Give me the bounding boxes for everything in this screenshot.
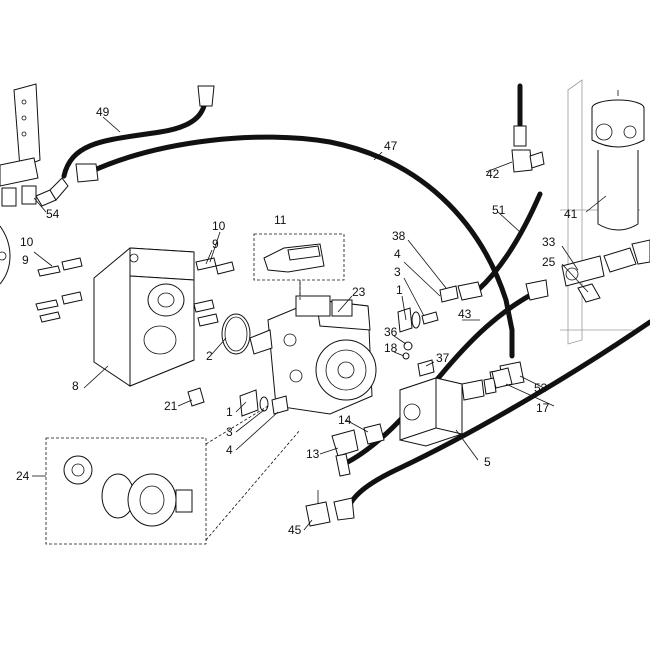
callout-49: 49 [96,105,110,119]
solenoid-detail-11 [253,233,345,300]
callout-41: 41 [564,207,578,221]
gear-detail-24 [45,437,207,545]
hose-49 [61,85,215,179]
callout-18: 18 [384,341,398,355]
callout-17: 17 [536,401,550,415]
callout-1-bottom: 1 [226,405,233,419]
callout-3-bottom: 3 [226,425,233,439]
callout-23: 23 [352,285,366,299]
fittings-33-25 [561,239,650,303]
fitting-21 [187,387,205,407]
filter-41 [560,79,645,345]
leader-lines [32,116,607,541]
fittings-36-18-37 [402,341,435,377]
elbow-13 [331,429,359,477]
callout-2: 2 [206,349,213,363]
callout-45: 45 [288,523,302,537]
gear-pump-5 [399,377,497,447]
callout-4-bottom: 4 [226,443,233,457]
callout-47: 47 [384,139,398,153]
callout-9-left: 9 [22,253,29,267]
callout-13: 13 [306,447,320,461]
bolts-right [193,257,235,327]
fitting-42 [511,149,545,173]
callout-4-top: 4 [394,247,401,261]
bolts-left [35,257,83,323]
washers-right [397,285,459,333]
hose-43 [341,279,549,467]
fitting-14 [363,423,385,445]
elbow-45 [305,490,331,527]
callout-10-right: 10 [212,219,226,233]
callout-42: 42 [486,167,500,181]
flange-partial [0,225,11,285]
callout-21: 21 [164,399,178,413]
main-pump-23 [249,295,377,415]
callout-53: 53 [534,381,548,395]
callout-36: 36 [384,325,398,339]
callout-25: 25 [542,255,556,269]
callout-54: 54 [46,207,60,221]
callout-8: 8 [72,379,79,393]
callout-11: 11 [274,213,287,227]
callout-37: 37 [436,351,450,365]
fittings-54 [1,177,69,207]
callout-labels: 49 47 42 54 51 41 10 9 10 9 11 38 4 3 33… [16,105,578,537]
callout-43: 43 [458,307,472,321]
callout-1-top: 1 [396,283,403,297]
callout-51: 51 [492,203,506,217]
valve-manifold [0,83,41,187]
callout-24: 24 [16,469,30,483]
washers-left [239,389,289,417]
callout-10-left: 10 [20,235,34,249]
callout-38: 38 [392,229,406,243]
gearbox-cover-8 [93,247,195,387]
hose-51 [457,83,543,301]
callout-5: 5 [484,455,491,469]
callout-9-right: 9 [212,237,219,251]
o-ring-2 [221,313,251,355]
callout-33: 33 [542,235,556,249]
fitting-17 [491,367,513,389]
hose-long-lower [333,319,650,521]
callout-3-top: 3 [394,265,401,279]
callout-14: 14 [338,413,352,427]
